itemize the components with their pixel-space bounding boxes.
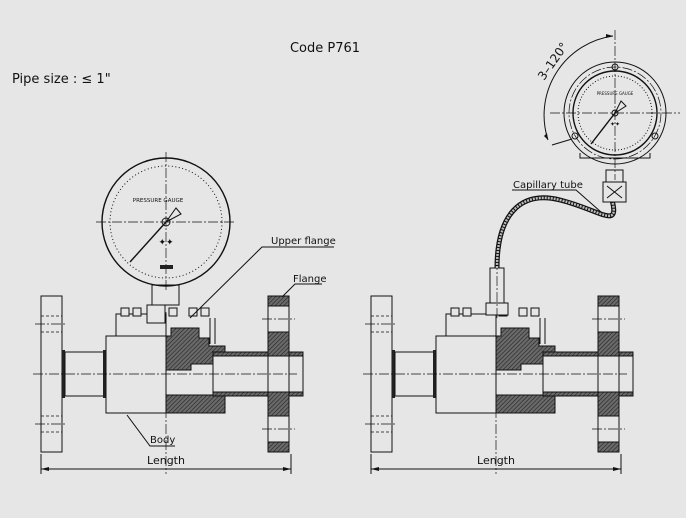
svg-text:✦✦: ✦✦ (610, 121, 620, 128)
upper-flange-label: Upper flange (271, 236, 336, 247)
right-assembly: Capillary tube Length PRESSURE GAUGE ✦✦ (362, 30, 680, 475)
body-label: Body (150, 435, 175, 446)
capillary-tube (494, 195, 617, 269)
right-pipe-body (362, 295, 634, 475)
pipe-size-label: Pipe size : ≤ 1" (12, 72, 111, 87)
right-pressure-gauge: PRESSURE GAUGE ✦✦ 3–120° (535, 30, 680, 203)
flange-label: Flange (293, 274, 327, 285)
left-assembly: PRESSURE GAUGE ✦✦ Upper flange Flange Bo… (32, 152, 336, 475)
left-pipe-body (32, 295, 304, 475)
left-length-label: Length (147, 454, 185, 467)
right-gauge-face-label: PRESSURE GAUGE (597, 91, 634, 96)
capillary-tube-label: Capillary tube (513, 180, 583, 191)
gauge-socket (151, 284, 180, 306)
left-pressure-gauge: PRESSURE GAUGE ✦✦ (96, 152, 236, 292)
right-length-label: Length (477, 454, 515, 467)
gauge-face-label: PRESSURE GAUGE (133, 198, 184, 204)
drawing-title: Code P761 (290, 41, 360, 56)
svg-text:✦✦: ✦✦ (158, 238, 174, 248)
upper-flange-leader (189, 246, 334, 319)
